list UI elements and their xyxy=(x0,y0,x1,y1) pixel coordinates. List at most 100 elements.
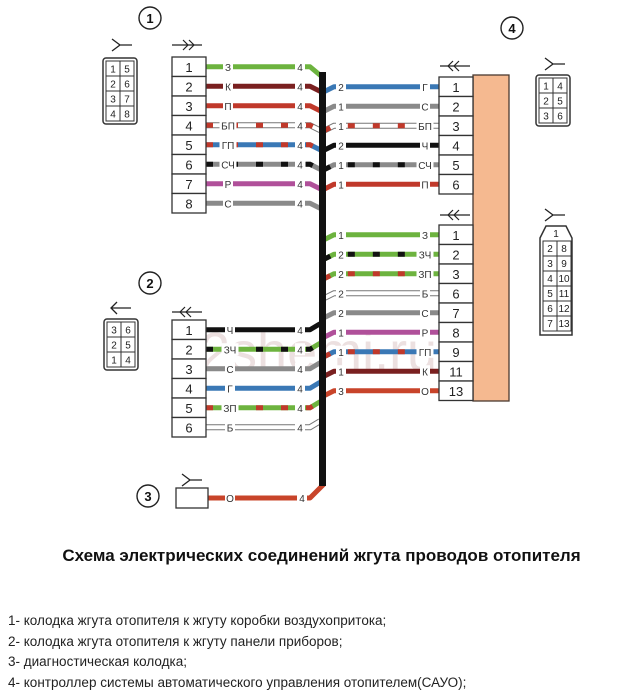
badge-circle xyxy=(138,6,162,30)
wire-label-bg xyxy=(219,119,237,132)
wire-label-bg xyxy=(295,382,305,395)
wire-label-bg xyxy=(223,60,233,73)
wire-label-bg xyxy=(336,119,346,132)
wire-stripe xyxy=(322,271,439,281)
wire-label-bg xyxy=(295,343,305,356)
face-pin-number: 3 xyxy=(543,112,549,123)
pin-number: 11 xyxy=(449,364,463,379)
legend-item: 2- колодка жгута отопителя к жгуту панел… xyxy=(8,633,343,649)
badge-number: 2 xyxy=(146,276,153,291)
pin-number: 4 xyxy=(185,118,192,133)
double-arrow-right-icon xyxy=(172,39,202,51)
wire-label: С xyxy=(421,309,428,320)
wire-label-bg xyxy=(223,177,233,190)
badge-number: 3 xyxy=(144,489,151,504)
pin-number: 9 xyxy=(452,345,459,360)
wire-label-bg xyxy=(336,80,346,93)
wire-label: 1 xyxy=(338,348,344,359)
socket-glyph xyxy=(544,208,565,222)
wire-stripe xyxy=(322,251,439,262)
wire-label: ЗЧ xyxy=(224,345,237,356)
arrow-head xyxy=(453,209,460,221)
pin-number: 2 xyxy=(185,79,192,94)
wire-label: 4 xyxy=(297,102,303,113)
face-pin-number: 1 xyxy=(543,82,549,93)
wire-core xyxy=(322,103,439,114)
pin-number: 6 xyxy=(185,420,192,435)
face-pin-number: 4 xyxy=(110,110,116,121)
face-pin-number: 3 xyxy=(547,259,553,270)
face-pin-number: 1 xyxy=(111,356,117,367)
wire-label-bg xyxy=(336,384,346,397)
pin-number: 1 xyxy=(452,228,459,243)
wire-label: Ч xyxy=(227,326,234,337)
wire-label-bg xyxy=(416,248,434,261)
wire-label: С xyxy=(226,365,233,376)
pin-number: 2 xyxy=(452,247,459,262)
wire-label: 4 xyxy=(297,160,303,171)
wire-label: 1 xyxy=(338,367,344,378)
face-pin-number: 7 xyxy=(124,95,130,106)
wire-label-bg xyxy=(297,492,307,504)
wire-label-bg xyxy=(219,158,237,171)
main-trunk xyxy=(319,72,326,486)
wire-label: ГП xyxy=(222,141,235,152)
double-arrow-left-icon xyxy=(172,306,202,318)
wire-label: ЗП xyxy=(418,270,431,281)
face-cell xyxy=(120,351,136,368)
wire-label: К xyxy=(225,82,231,93)
wire-label: 4 xyxy=(297,384,303,395)
wire-label: 1 xyxy=(338,231,344,242)
wire-label-bg xyxy=(416,158,434,171)
face-pin-number: 5 xyxy=(124,65,130,76)
face-pin-number: 2 xyxy=(111,341,117,352)
wire-label: П xyxy=(224,102,231,113)
wire-label-bg xyxy=(420,139,430,152)
wire-stripe xyxy=(206,142,322,152)
wire-label: 2 xyxy=(338,250,344,261)
wire-label: Р xyxy=(225,180,232,191)
wire-label-bg xyxy=(223,80,233,93)
wire-core xyxy=(322,232,439,242)
face-pin-number: 13 xyxy=(558,319,570,330)
pin-number: 7 xyxy=(185,177,192,192)
arrow-head xyxy=(447,60,454,72)
pin-number: 4 xyxy=(452,138,459,153)
socket-glyph xyxy=(181,473,202,487)
wire-label-bg xyxy=(221,343,239,356)
socket-icon xyxy=(181,473,202,487)
wire-label-bg xyxy=(416,119,434,132)
badge-circle xyxy=(138,271,162,295)
wire-label: 4 xyxy=(297,199,303,210)
arrow-head xyxy=(179,306,186,318)
wire-label: 3 xyxy=(338,387,344,398)
wire-core xyxy=(208,482,326,501)
pin-number: 8 xyxy=(185,196,192,211)
pin-number: 8 xyxy=(452,325,459,340)
face-pin-number: 2 xyxy=(543,97,549,108)
wire-label-bg xyxy=(295,323,305,336)
wire-core xyxy=(206,103,322,113)
wire-label-bg xyxy=(295,362,305,375)
wire-label-bg xyxy=(336,100,346,113)
face-pin-number: 8 xyxy=(561,244,567,255)
wire-stripe xyxy=(206,341,322,352)
wire-label: О xyxy=(226,494,234,505)
arrow-head xyxy=(453,60,460,72)
face-pin-number: 2 xyxy=(110,80,116,91)
face-pin-number: 5 xyxy=(557,97,563,108)
